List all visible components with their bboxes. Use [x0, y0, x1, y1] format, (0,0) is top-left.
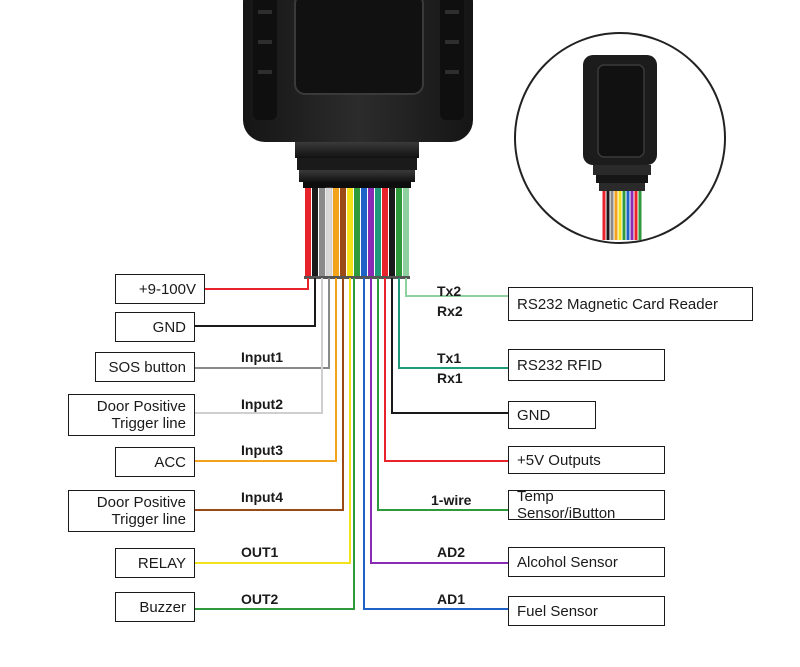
- label-power: +9-100V: [115, 274, 205, 304]
- wire-1wire: [377, 278, 508, 511]
- wire-input2: [195, 278, 323, 414]
- signal-input1: Input1: [241, 349, 283, 365]
- signal-out2: OUT2: [241, 591, 279, 607]
- label-alcohol-sensor: Alcohol Sensor: [508, 547, 665, 577]
- signal-input4: Input4: [241, 489, 283, 505]
- wire-ad1: [363, 278, 508, 610]
- label-rs232-card-reader: RS232 Magnetic Card Reader: [508, 287, 753, 321]
- label-buzzer: Buzzer: [115, 592, 195, 622]
- wire-input3: [195, 278, 337, 462]
- label-door-trigger-1-line1: Door Positive: [96, 398, 186, 415]
- label-sos-button: SOS button: [95, 352, 195, 382]
- label-temp-sensor: Temp Sensor/iButton: [508, 488, 665, 522]
- label-5v-outputs: +5V Outputs: [508, 446, 665, 474]
- signal-ad2: AD2: [437, 544, 466, 560]
- signal-input3: Input3: [241, 442, 283, 458]
- label-door-trigger-2-line2: Trigger line: [111, 511, 186, 528]
- label-door-trigger-2: Door Positive Trigger line: [68, 490, 195, 532]
- signal-tx1: Tx1: [437, 350, 462, 366]
- signal-rx1: Rx1: [437, 370, 463, 386]
- signal-out1: OUT1: [241, 544, 279, 560]
- wire-bundle: [304, 187, 410, 279]
- wire-power: [205, 278, 309, 290]
- wire-tx2-rx2: [405, 278, 508, 297]
- connector-inset: [514, 32, 726, 244]
- wire-gnd-right: [391, 278, 508, 414]
- wire-ad2: [370, 278, 508, 564]
- label-door-trigger-2-line1: Door Positive: [96, 494, 186, 511]
- wire-5v: [384, 278, 508, 462]
- wire-input1: [195, 278, 330, 369]
- signal-rx2: Rx2: [437, 303, 463, 319]
- wire-out1: [195, 278, 351, 564]
- label-fuel-sensor: Fuel Sensor: [508, 596, 665, 626]
- signal-ad1: AD1: [437, 591, 466, 607]
- gps-tracker-device: [243, 0, 473, 188]
- label-gnd-left: GND: [115, 312, 195, 342]
- signal-tx2: Tx2: [437, 283, 462, 299]
- wire-out2: [195, 278, 355, 610]
- wire-input4: [195, 278, 344, 511]
- wire-tx1-rx1: [398, 278, 508, 369]
- signal-input2: Input2: [241, 396, 283, 412]
- label-acc: ACC: [115, 447, 195, 477]
- label-rs232-rfid: RS232 RFID: [508, 349, 665, 381]
- wire-gnd-left: [195, 278, 316, 327]
- label-door-trigger-1-line2: Trigger line: [111, 415, 186, 432]
- signal-1wire: 1-wire: [431, 492, 472, 508]
- label-gnd-right: GND: [508, 401, 596, 429]
- label-relay: RELAY: [115, 548, 195, 578]
- label-door-trigger-1: Door Positive Trigger line: [68, 394, 195, 436]
